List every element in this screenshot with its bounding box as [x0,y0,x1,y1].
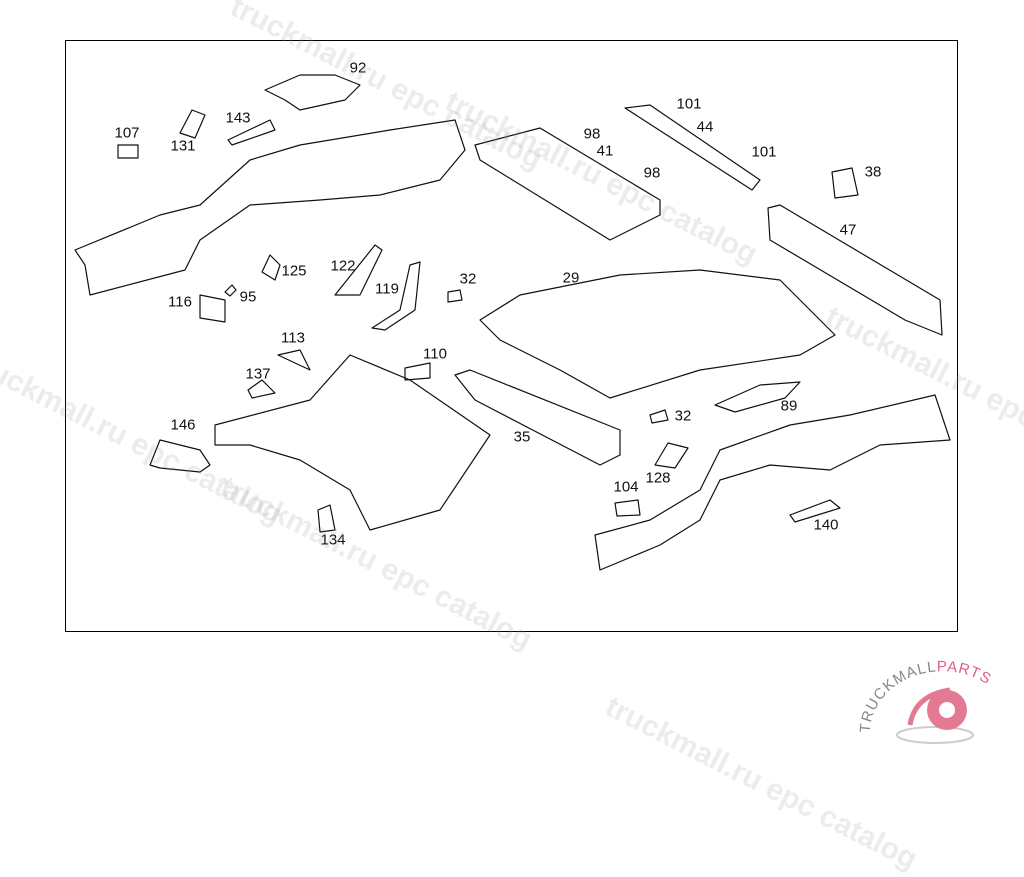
part-label[interactable]: 134 [320,531,346,549]
part-47 [767,204,943,336]
part-35 [454,369,621,466]
part-label[interactable]: 146 [170,416,196,434]
part-89 [714,381,801,413]
part-95 [224,284,237,297]
part-label[interactable]: 140 [813,516,839,534]
part-label[interactable]: 101 [751,143,777,161]
part-131 [179,109,206,139]
part-label[interactable]: 44 [696,118,714,136]
part-116 [199,294,226,323]
part-label[interactable]: 92 [349,59,367,77]
part-140 [789,499,841,523]
part-137 [247,379,276,399]
part-122 [334,244,383,296]
part-label[interactable]: 32 [674,407,692,425]
part-label[interactable]: 35 [513,428,531,446]
part-128 [654,442,689,469]
part-label[interactable]: 41 [596,142,614,160]
part-label[interactable]: 128 [645,469,671,487]
part-label[interactable]: 116 [168,293,192,311]
part-label[interactable]: 89 [780,397,798,415]
part-right-rail [594,394,951,571]
part-label[interactable]: 143 [225,109,251,127]
part-label[interactable]: 125 [281,262,307,280]
part-110 [404,362,431,381]
part-label[interactable]: 32 [459,270,477,288]
part-32b [649,409,669,424]
part-label[interactable]: 131 [170,137,196,155]
part-107 [117,144,139,159]
part-104 [614,499,641,517]
part-44 [624,104,761,191]
part-label[interactable]: 119 [375,280,399,298]
part-92 [264,74,361,111]
diagram-frame [65,40,958,632]
part-label[interactable]: 29 [562,269,580,287]
part-label[interactable]: 98 [583,125,601,143]
part-label[interactable]: 98 [643,164,661,182]
part-146 [149,439,211,473]
part-38 [831,167,859,199]
part-119 [371,261,421,331]
part-143 [227,119,276,146]
part-label[interactable]: 110 [423,345,447,363]
part-label[interactable]: 101 [676,95,702,113]
part-label[interactable]: 104 [613,478,639,496]
part-label[interactable]: 95 [239,288,257,306]
part-label[interactable]: 107 [114,124,140,142]
part-label[interactable]: 122 [330,257,356,275]
part-label[interactable]: 137 [245,365,271,383]
part-134 [317,504,336,533]
part-label[interactable]: 47 [839,221,857,239]
part-41 [474,127,661,241]
part-32a [447,289,463,303]
part-125 [261,254,281,281]
part-left-rail [74,119,466,296]
part-29 [479,269,836,399]
part-label[interactable]: 113 [281,329,305,347]
truckmallparts-logo: TRUCKMALLPARTS [857,658,994,744]
part-113 [277,349,311,371]
parts-drawing [74,74,951,571]
part-label[interactable]: 38 [864,163,882,181]
part-floor-front [214,354,491,531]
